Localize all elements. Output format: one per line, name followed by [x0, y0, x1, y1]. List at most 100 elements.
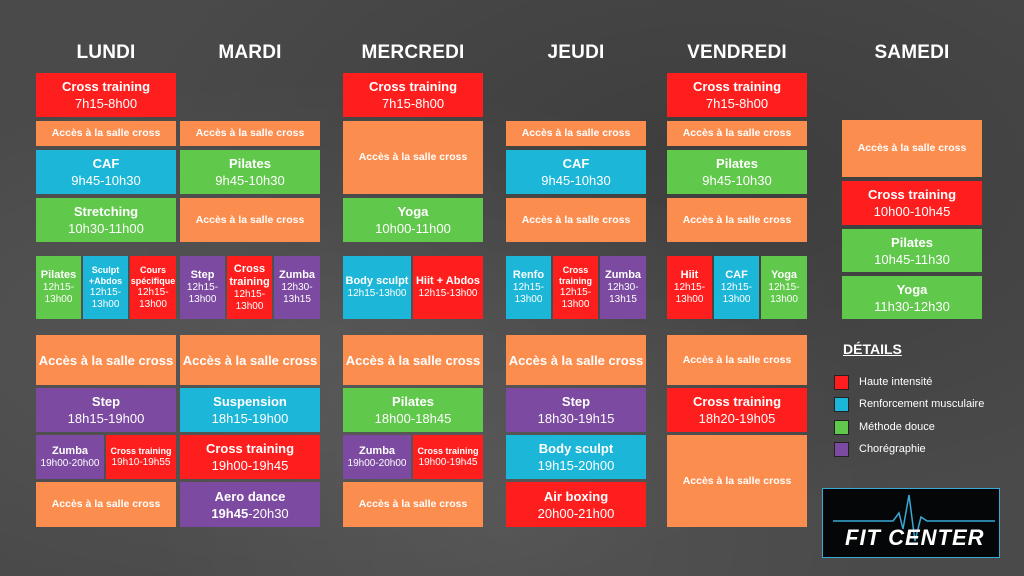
- class-block[interactable]: CAF 9h45-10h30: [506, 150, 646, 194]
- class-block[interactable]: Body sculpt 19h15-20h00: [506, 435, 646, 479]
- class-name: Cross training: [61, 79, 151, 94]
- access-block[interactable]: Accès à la salle cross: [506, 121, 646, 146]
- class-block[interactable]: Suspension 18h15-19h00: [180, 388, 320, 432]
- access-block[interactable]: Accès à la salle cross: [667, 335, 807, 385]
- class-block[interactable]: Cross training 19h00-19h45: [413, 435, 483, 479]
- class-block[interactable]: Cross training 12h15-13h00: [553, 256, 598, 319]
- class-block[interactable]: Pilates 9h45-10h30: [667, 150, 807, 194]
- class-name: Cross training: [229, 262, 270, 288]
- class-block[interactable]: Zumba 12h30-13h15: [274, 256, 320, 319]
- class-block[interactable]: Step 12h15-13h00: [180, 256, 225, 319]
- class-name: Air boxing: [543, 488, 609, 504]
- class-block[interactable]: Aero dance 19h45-20h30: [180, 482, 320, 527]
- access-label: Accès à la salle cross: [521, 127, 631, 139]
- class-time: 12h15-13h00: [137, 286, 169, 310]
- access-block[interactable]: Accès à la salle cross: [343, 335, 483, 385]
- class-block[interactable]: Hiit + Abdos 12h15-13h00: [413, 256, 483, 319]
- class-block[interactable]: Yoga 11h30-12h30: [842, 276, 982, 319]
- class-block[interactable]: Sculpt +Abdos 12h15-13h00: [83, 256, 128, 319]
- class-block[interactable]: Cross training 7h15-8h00: [667, 73, 807, 117]
- class-block[interactable]: Yoga 10h00-11h00: [343, 198, 483, 242]
- legend-title: DÉTAILS: [843, 341, 902, 357]
- class-block[interactable]: Cross training 19h10-19h55: [106, 435, 176, 479]
- class-block[interactable]: Body sculpt 12h15-13h00: [343, 256, 411, 319]
- class-name: Sculpt +Abdos: [88, 264, 123, 286]
- class-block[interactable]: Cours spécifique 12h15-13h00: [130, 256, 176, 319]
- class-name: Step: [91, 394, 121, 409]
- class-block[interactable]: Step 18h15-19h00: [36, 388, 176, 432]
- class-time: 19h45-20h30: [211, 505, 288, 522]
- access-label: Accès à la salle cross: [682, 474, 792, 487]
- class-time: 12h30-13h15: [281, 282, 313, 305]
- class-time: 7h15-8h00: [74, 96, 138, 111]
- class-block[interactable]: Yoga 12h15-13h00: [761, 256, 807, 319]
- class-time: 18h30-19h15: [537, 411, 615, 426]
- access-block[interactable]: Accès à la salle cross: [506, 335, 646, 385]
- access-block[interactable]: Accès à la salle cross: [343, 482, 483, 527]
- access-block[interactable]: Accès à la salle cross: [667, 435, 807, 527]
- class-block[interactable]: Pilates 18h00-18h45: [343, 388, 483, 432]
- access-block[interactable]: Accès à la salle cross: [180, 121, 320, 146]
- class-block[interactable]: CAF 12h15-13h00: [714, 256, 759, 319]
- access-block[interactable]: Accès à la salle cross: [36, 335, 176, 385]
- class-time: 7h15-8h00: [705, 96, 769, 111]
- class-time: 18h20-19h05: [698, 411, 776, 426]
- class-block[interactable]: Pilates 12h15-13h00: [36, 256, 81, 319]
- class-name: Body sculpt: [538, 441, 614, 456]
- class-block[interactable]: Cross training 10h00-10h45: [842, 181, 982, 225]
- legend-label: Haute intensité: [859, 376, 933, 388]
- class-time: 12h15-13h00: [418, 288, 478, 299]
- access-block[interactable]: Accès à la salle cross: [506, 198, 646, 242]
- class-time: 19h10-19h55: [111, 456, 171, 468]
- access-label: Accès à la salle cross: [345, 352, 481, 368]
- class-block[interactable]: Zumba 19h00-20h00: [36, 435, 104, 479]
- class-name: Suspension: [213, 394, 287, 409]
- class-block[interactable]: Zumba 12h30-13h15: [600, 256, 646, 319]
- access-label: Accès à la salle cross: [182, 352, 318, 368]
- class-block[interactable]: Pilates 10h45-11h30: [842, 229, 982, 272]
- class-time: 10h45-11h30: [874, 251, 950, 267]
- access-label: Accès à la salle cross: [508, 352, 644, 368]
- class-name: Cross training: [417, 445, 479, 456]
- class-time: 19h15-20h00: [537, 458, 615, 473]
- access-block[interactable]: Accès à la salle cross: [180, 198, 320, 242]
- class-block[interactable]: Pilates 9h45-10h30: [180, 150, 320, 194]
- access-block[interactable]: Accès à la salle cross: [343, 121, 483, 194]
- access-label: Accès à la salle cross: [682, 127, 792, 139]
- access-block[interactable]: Accès à la salle cross: [842, 120, 982, 177]
- access-label: Accès à la salle cross: [358, 151, 468, 163]
- access-block[interactable]: Accès à la salle cross: [180, 335, 320, 385]
- class-time: 19h00-20h00: [40, 457, 100, 469]
- class-block[interactable]: Cross training 12h15-13h00: [227, 256, 272, 319]
- class-block[interactable]: Cross training 7h15-8h00: [343, 73, 483, 117]
- access-block[interactable]: Accès à la salle cross: [36, 121, 176, 146]
- access-block[interactable]: Accès à la salle cross: [667, 121, 807, 146]
- class-name: Pilates: [392, 394, 434, 409]
- legend-item-choreo: Chorégraphie: [834, 441, 926, 457]
- class-time: 12h15-13h00: [186, 282, 219, 305]
- legend-label: Renforcement musculaire: [859, 398, 985, 410]
- class-block[interactable]: Renfo 12h15-13h00: [506, 256, 551, 319]
- access-block[interactable]: Accès à la salle cross: [667, 198, 807, 242]
- class-block[interactable]: Zumba 19h00-20h00: [343, 435, 411, 479]
- day-header-mardi: MARDI: [218, 42, 282, 63]
- class-block[interactable]: Step 18h30-19h15: [506, 388, 646, 432]
- class-block[interactable]: Cross training 19h00-19h45: [180, 435, 320, 479]
- legend-label: Chorégraphie: [859, 443, 926, 455]
- class-block[interactable]: Air boxing 20h00-21h00: [506, 482, 646, 527]
- class-block[interactable]: Stretching 10h30-11h00: [36, 198, 176, 242]
- class-block[interactable]: Cross training 18h20-19h05: [667, 388, 807, 432]
- class-time-end: -20h30: [248, 505, 289, 521]
- class-block[interactable]: Cross training 7h15-8h00: [36, 73, 176, 117]
- day-header-mercredi: MERCREDI: [361, 42, 465, 63]
- class-name: Yoga: [896, 281, 928, 297]
- legend-label: Méthode douce: [859, 421, 935, 433]
- class-block[interactable]: CAF 9h45-10h30: [36, 150, 176, 194]
- class-block[interactable]: Hiit 12h15-13h00: [667, 256, 712, 319]
- class-time: 18h15-19h00: [211, 411, 289, 426]
- day-header-vendredi: VENDREDI: [687, 42, 787, 63]
- class-time: 9h45-10h30: [541, 173, 611, 188]
- access-label: Accès à la salle cross: [195, 127, 305, 139]
- class-name: Renfo: [512, 269, 545, 281]
- access-block[interactable]: Accès à la salle cross: [36, 482, 176, 527]
